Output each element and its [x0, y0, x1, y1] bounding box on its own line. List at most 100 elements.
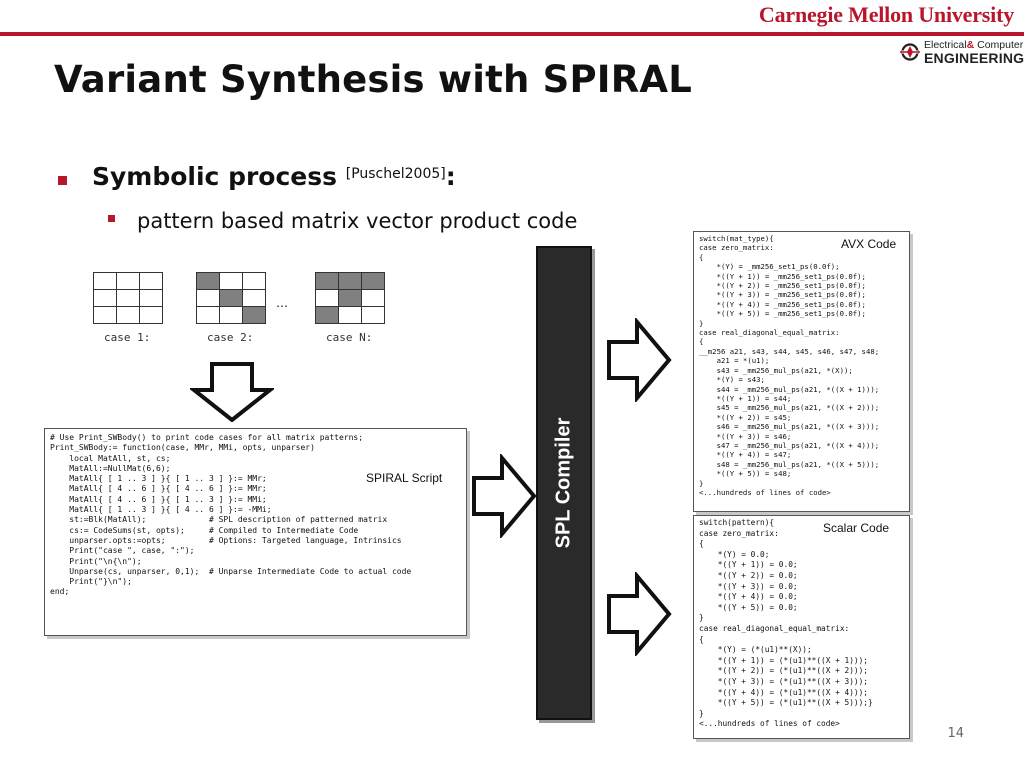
empty-cell [219, 272, 243, 290]
code-line: Print("case ", case, ":"); [50, 546, 195, 556]
scalar-code-label: Scalar Code [823, 521, 890, 535]
code-line: *((Y + 2)) = _mm256_set1_ps(0.0f); [699, 281, 866, 291]
code-line: *((Y + 5)) = _mm256_set1_ps(0.0f); [699, 309, 866, 319]
spiral-script-code: # Use Print_SWBody() to print code cases… [45, 429, 466, 598]
code-line: Print("\n{\n"); [50, 556, 142, 566]
pattern-case-2 [196, 272, 266, 324]
header-rule [0, 32, 1024, 36]
case-1-label: case 1: [104, 331, 151, 344]
code-line: *((Y + 1)) = (*(u1)**((X + 1))); [699, 655, 868, 665]
dept-ampersand: & [966, 39, 975, 51]
dept-engineering: ENGINEERING [924, 50, 1024, 66]
down-arrow-icon [190, 362, 274, 422]
code-line: switch(pattern){ [699, 518, 775, 527]
code-line: *((Y + 5)) = s48; [699, 469, 792, 479]
empty-cell [139, 289, 163, 307]
filled-cell [361, 272, 385, 290]
code-line: *((Y + 2)) = s45; [699, 412, 792, 422]
filled-cell [196, 272, 220, 290]
dept-name-part: Electrical [924, 39, 967, 51]
code-line: *(Y) = 0.0; [699, 549, 770, 559]
code-line: *((Y + 5)) = (*(u1)**((X + 5)));} [699, 698, 873, 708]
right-arrow-icon [472, 454, 537, 538]
scalar-code-box: switch(pattern){case zero_matrix:{ *(Y) … [693, 515, 910, 739]
code-line: *((Y + 1)) = _mm256_set1_ps(0.0f); [699, 271, 866, 281]
code-line: *((Y + 3)) = 0.0; [699, 581, 798, 591]
code-line: } [699, 318, 704, 328]
code-line: cs:= CodeSums(st, opts); # Compiled to I… [50, 525, 359, 535]
code-line: a21 = *(u1); [699, 356, 770, 366]
code-line: *((Y + 3)) = _mm256_set1_ps(0.0f); [699, 290, 866, 300]
empty-cell [361, 306, 385, 324]
matrix-pattern-grid [196, 272, 266, 324]
code-line: Print("}\n"); [50, 577, 132, 587]
citation: [Puschel2005] [345, 165, 446, 182]
empty-cell [93, 306, 117, 324]
code-line: MatAll{ [ 1 .. 3 ] }{ [ 1 .. 3 ] }:= MMr… [50, 474, 267, 484]
code-line: *(Y) = _mm256_set1_ps(0.0f); [699, 262, 840, 272]
code-line: *((Y + 1)) = s44; [699, 393, 792, 403]
empty-cell [242, 289, 266, 307]
empty-cell [93, 272, 117, 290]
empty-cell [242, 272, 266, 290]
code-line: *((Y + 5)) = 0.0; [699, 602, 798, 612]
code-line: s46 = _mm256_mul_ps(a21, *((X + 3))); [699, 422, 880, 432]
code-line: st:=Blk(MatAll); # SPL description of pa… [50, 515, 388, 525]
case-n-label: case N: [326, 331, 373, 344]
matrix-pattern-grid [93, 272, 163, 324]
university-logo-text: Carnegie Mellon University [758, 2, 1014, 27]
avx-code: switch(mat_type){case zero_matrix:{ *(Y)… [694, 232, 909, 497]
empty-cell [139, 306, 163, 324]
avx-code-box: switch(mat_type){case zero_matrix:{ *(Y)… [693, 231, 910, 512]
slide-title: Variant Synthesis with SPIRAL [54, 58, 693, 101]
spiral-script-box: # Use Print_SWBody() to print code cases… [44, 428, 467, 636]
code-line: # Use Print_SWBody() to print code cases… [50, 433, 364, 442]
code-line: { [699, 539, 704, 549]
code-line: { [699, 252, 704, 262]
code-line: Print_SWBody:= function(case, MMr, MMi, … [50, 443, 315, 453]
ece-emblem-icon [900, 43, 920, 61]
empty-cell [116, 306, 140, 324]
code-line: *((Y + 3)) = s46; [699, 431, 792, 441]
code-line: case real_diagonal_equal_matrix: [699, 328, 840, 338]
filled-cell [315, 306, 339, 324]
empty-cell [196, 306, 220, 324]
empty-cell [116, 272, 140, 290]
bullet-text: Symbolic process [92, 162, 346, 191]
code-line: unparser.opts:=opts; # Options: Targeted… [50, 535, 402, 545]
filled-cell [315, 272, 339, 290]
code-line: *((Y + 4)) = s47; [699, 450, 792, 460]
code-line: s47 = _mm256_mul_ps(a21, *((X + 4))); [699, 440, 880, 450]
pattern-case-n [315, 272, 385, 324]
code-line: case zero_matrix: [699, 243, 774, 253]
code-line: __m256 a21, s43, s44, s45, s46, s47, s48… [699, 346, 880, 356]
code-line: } [699, 478, 704, 488]
code-line: } [699, 708, 704, 718]
case-2-label: case 2: [207, 331, 254, 344]
empty-cell [219, 306, 243, 324]
empty-cell [315, 289, 339, 307]
department-logo: Electrical& Computer ENGINEERING [896, 36, 1024, 68]
code-line: } [699, 613, 704, 623]
filled-cell [242, 306, 266, 324]
dept-name-part-2: Computer [974, 39, 1024, 51]
spl-compiler-label: SPL Compiler [552, 417, 575, 549]
empty-cell [361, 289, 385, 307]
bullet-colon: : [445, 162, 456, 191]
right-arrow-icon [607, 572, 672, 656]
code-line: MatAll{ [ 1 .. 3 ] }{ [ 4 .. 6 ] }:= -MM… [50, 505, 272, 515]
code-line: case zero_matrix: [699, 528, 779, 538]
empty-cell [139, 272, 163, 290]
code-line: local MatAll, st, cs; [50, 453, 171, 463]
code-line: *((Y + 2)) = 0.0; [699, 570, 798, 580]
code-line: switch(mat_type){ [699, 234, 774, 243]
matrix-pattern-grid [315, 272, 385, 324]
filled-cell [338, 272, 362, 290]
right-arrow-icon [607, 318, 672, 402]
code-line: <...hundreds of lines of code> [699, 719, 840, 729]
pattern-case-1 [93, 272, 163, 324]
code-line: MatAll{ [ 4 .. 6 ] }{ [ 1 .. 3 ] }:= MMi… [50, 494, 267, 504]
scalar-code: switch(pattern){case zero_matrix:{ *(Y) … [694, 516, 909, 730]
code-line: { [699, 634, 704, 644]
code-line: MatAll:=NullMat(6,6); [50, 463, 171, 473]
